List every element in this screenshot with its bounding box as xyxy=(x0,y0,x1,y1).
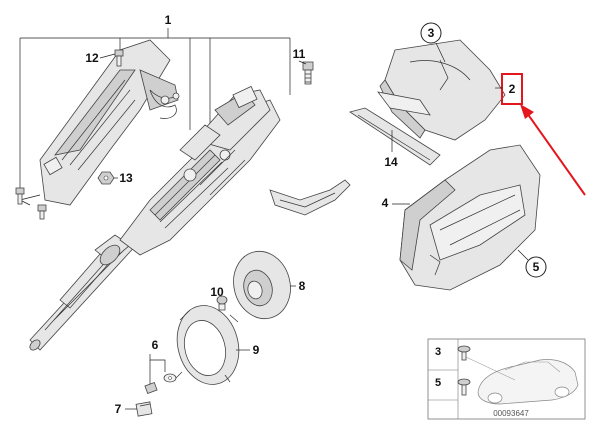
callout-14: 14 xyxy=(384,155,398,169)
callout-11: 11 xyxy=(293,47,306,61)
callout-4: 4 xyxy=(382,196,389,210)
highlight-box xyxy=(501,73,523,105)
screw-12 xyxy=(114,49,124,67)
callout-labels: 1 11 12 13 8 10 9 6 7 3 2 14 4 5 xyxy=(85,13,547,416)
parts-6 xyxy=(144,373,177,394)
red-arrow xyxy=(520,104,586,196)
steering-mount-bracket xyxy=(39,39,179,206)
callout-1: 1 xyxy=(165,13,172,27)
steering-column-shaft xyxy=(29,219,151,351)
nut-13 xyxy=(97,171,115,185)
clip-10 xyxy=(216,295,228,311)
callout-9: 9 xyxy=(253,343,260,357)
callout-3: 3 xyxy=(428,26,435,40)
adjustment-lever xyxy=(269,179,351,216)
inset-label-3: 3 xyxy=(435,346,441,358)
upper-shroud-2 xyxy=(377,39,506,141)
trim-strip-14 xyxy=(349,107,441,166)
callout-8: 8 xyxy=(299,279,306,293)
part-7 xyxy=(135,401,153,417)
lower-shroud-4 xyxy=(399,144,541,291)
wiring-harness xyxy=(149,89,180,119)
vehicle-inset: 3 5 00093647 xyxy=(427,338,586,420)
callout-10: 10 xyxy=(210,285,224,299)
callout-7: 7 xyxy=(115,402,122,416)
inset-label-5: 5 xyxy=(435,377,441,389)
callout-2: 2 xyxy=(509,82,516,96)
callout-5: 5 xyxy=(533,260,540,274)
callout-13: 13 xyxy=(119,171,133,185)
cover-part-8 xyxy=(233,250,291,320)
ring-part-9 xyxy=(175,305,240,385)
bracket-bolts xyxy=(15,187,47,220)
screw-11 xyxy=(302,61,314,85)
callout-12: 12 xyxy=(85,51,99,65)
callout-6: 6 xyxy=(152,338,159,352)
reference-number: 00093647 xyxy=(493,409,529,418)
column-housing xyxy=(119,85,281,256)
